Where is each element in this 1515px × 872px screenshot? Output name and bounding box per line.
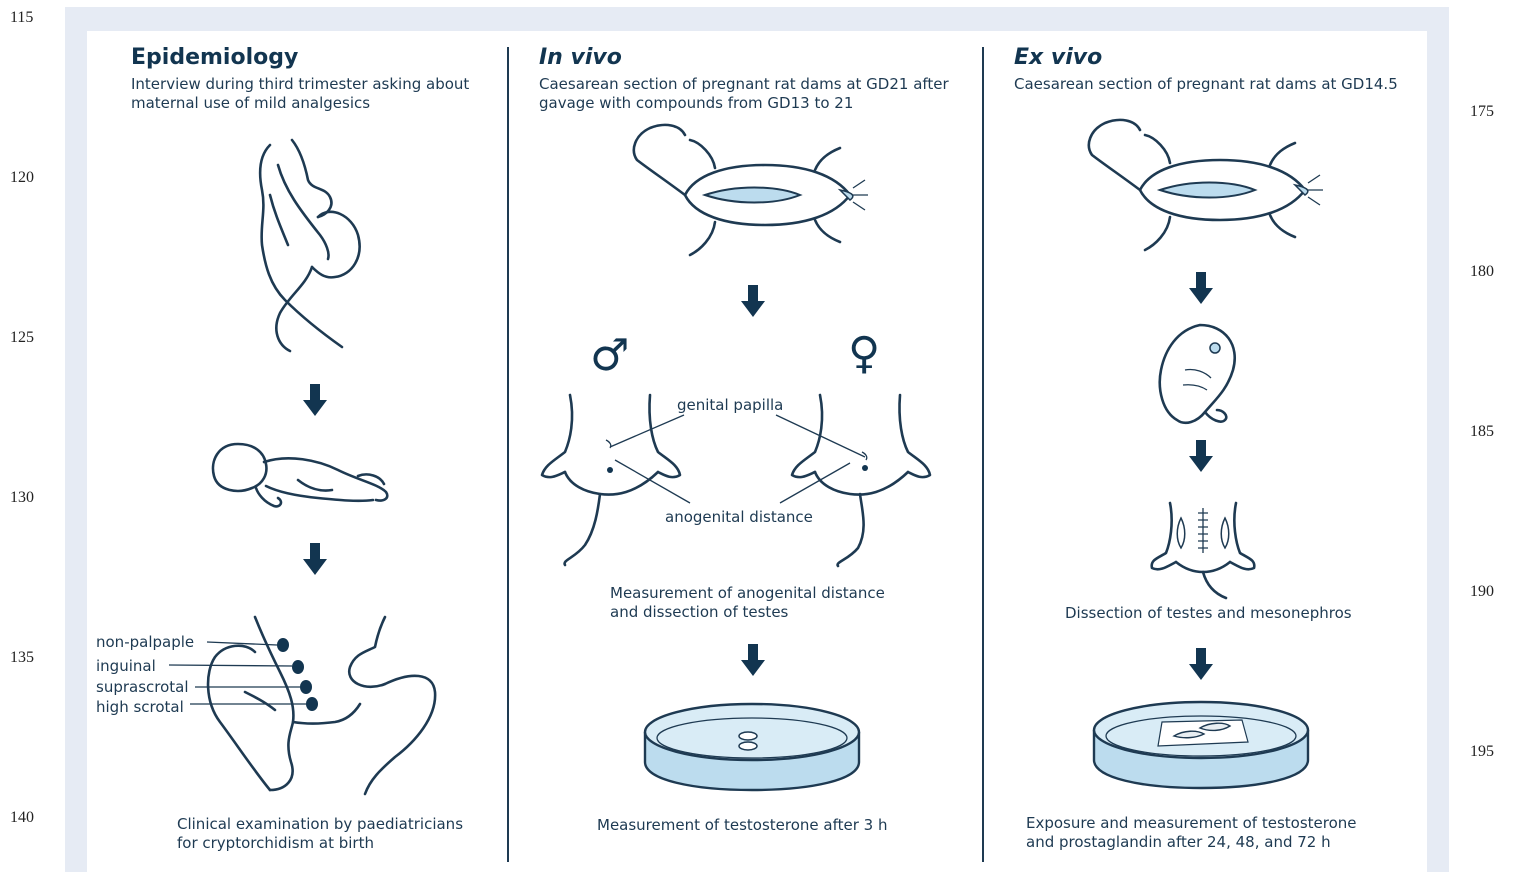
infant-examination-icon: [195, 612, 440, 802]
in-vivo-title: In vivo: [539, 45, 622, 70]
line-number: 195: [1470, 743, 1494, 761]
line-number: 120: [10, 169, 34, 187]
ex-vivo-final-caption: Exposure and measurement of testosterone…: [1026, 814, 1357, 852]
line-number: 140: [10, 809, 34, 827]
in-vivo-description: Caesarean section of pregnant rat dams a…: [539, 75, 949, 113]
pregnant-rat-icon: [625, 120, 870, 270]
down-arrow-icon: [1189, 440, 1213, 472]
testis-label-suprascrotal: suprascrotal: [96, 678, 189, 696]
column-divider: [507, 47, 509, 862]
line-number: 125: [10, 329, 34, 347]
anogenital-distance-label: anogenital distance: [665, 508, 813, 526]
in-vivo-measurement-caption: Measurement of anogenital distance and d…: [610, 584, 885, 622]
testis-label-inguinal: inguinal: [96, 657, 156, 675]
down-arrow-icon: [1189, 648, 1213, 680]
down-arrow-icon: [741, 644, 765, 676]
petri-dish-icon: [643, 700, 861, 792]
petri-dish-with-filter-icon: [1092, 698, 1310, 790]
newborn-baby-icon: [208, 436, 393, 516]
genital-papilla-label: genital papilla: [677, 396, 783, 414]
pregnant-rat-icon: [1080, 115, 1325, 265]
epidemiology-title: Epidemiology: [131, 45, 298, 70]
line-number: 185: [1470, 423, 1494, 441]
male-symbol: ♂: [590, 330, 629, 381]
ex-vivo-dissection-caption: Dissection of testes and mesonephros: [1065, 604, 1352, 623]
line-number: 175: [1470, 103, 1494, 121]
line-number: 130: [10, 489, 34, 507]
epidemiology-description: Interview during third trimester asking …: [131, 75, 469, 113]
ex-vivo-description: Caesarean section of pregnant rat dams a…: [1014, 75, 1398, 94]
down-arrow-icon: [303, 543, 327, 575]
testis-label-high-scrotal: high scrotal: [96, 698, 184, 716]
pregnant-woman-icon: [230, 135, 380, 355]
epidemiology-caption: Clinical examination by paediatricians f…: [177, 815, 463, 853]
embryo-icon: [1155, 320, 1245, 430]
column-divider: [982, 47, 984, 862]
testis-label-non-palpable: non-palpaple: [96, 633, 194, 651]
in-vivo-final-caption: Measurement of testosterone after 3 h: [597, 816, 887, 835]
line-number: 115: [10, 9, 33, 27]
line-number: 190: [1470, 583, 1494, 601]
down-arrow-icon: [1189, 272, 1213, 304]
down-arrow-icon: [741, 285, 765, 317]
line-number: 135: [10, 649, 34, 667]
line-number: 180: [1470, 263, 1494, 281]
female-symbol: ♀: [848, 328, 880, 379]
ex-vivo-title: Ex vivo: [1014, 45, 1102, 70]
dissected-testes-icon: [1148, 498, 1258, 603]
down-arrow-icon: [303, 384, 327, 416]
